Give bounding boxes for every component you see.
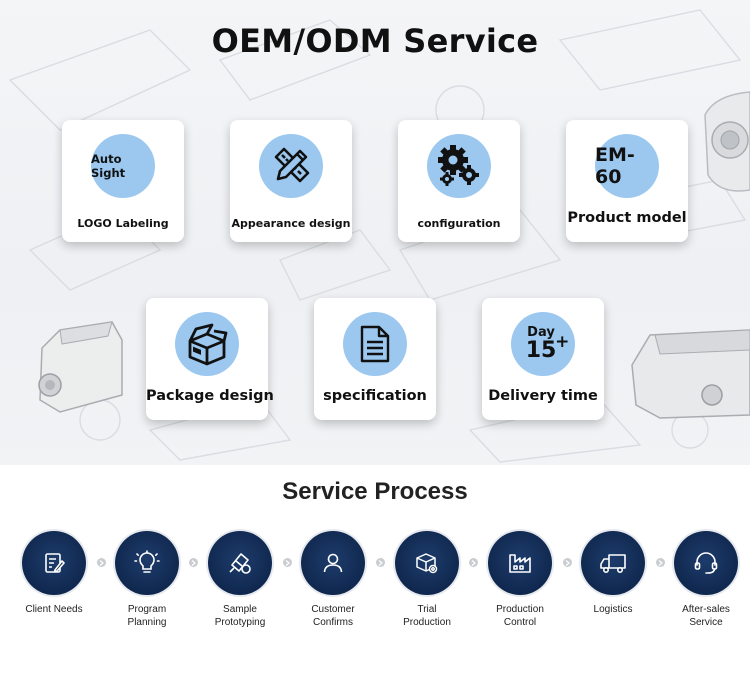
day-number: 15+	[525, 334, 570, 363]
page-title: OEM/ODM Service	[211, 22, 539, 60]
chevron-right-icon	[658, 559, 663, 566]
step-label-line1: Logistics	[593, 604, 633, 615]
service-card-logo-labeling: Auto Sight LOGO Labeling	[62, 120, 184, 242]
process-disc	[488, 531, 552, 595]
chevron-right-icon	[99, 559, 104, 566]
service-card-package-design: Package design	[146, 298, 274, 420]
process-step-label: Client Needs	[4, 604, 104, 617]
service-card-configuration: configuration	[398, 120, 520, 242]
process-arrow	[562, 558, 572, 567]
service-label: Appearance design	[231, 217, 351, 230]
day-plus: +	[555, 332, 570, 352]
step-label-line2: Confirms	[312, 616, 353, 628]
chevron-right-icon	[471, 559, 476, 566]
oem-service-section: OEM/ODM Service Auto Sight LOGO Labeling…	[0, 0, 750, 465]
step-label-line1: Client Needs	[25, 604, 83, 615]
process-arrow	[96, 558, 106, 567]
truck-icon	[600, 554, 626, 574]
chevron-right-icon	[285, 559, 290, 566]
dashcam-sketch-left	[38, 321, 123, 413]
service-label: Delivery time	[488, 388, 598, 404]
model-text-icon: EM-60	[595, 144, 635, 188]
service-circle: Auto Sight	[91, 134, 155, 198]
process-disc	[674, 531, 738, 595]
edit-document-icon	[45, 553, 65, 573]
step-label-line2: Prototyping	[214, 616, 266, 628]
user-icon	[323, 553, 343, 573]
service-circle: Day 15+	[511, 312, 575, 376]
process-disc	[115, 531, 179, 595]
service-label: configuration	[417, 217, 501, 230]
step-label-line1: Production	[496, 604, 544, 615]
brand-text-icon: Auto Sight	[91, 152, 126, 180]
process-step-logistics: Logistics	[563, 531, 663, 617]
service-label: Product model	[567, 210, 687, 226]
process-arrow	[375, 558, 385, 567]
process-step-client-needs: Client Needs	[4, 531, 104, 617]
factory-icon	[509, 554, 531, 573]
package-gear-icon	[416, 553, 438, 574]
service-label: specification	[323, 388, 427, 404]
step-label-line2: Service	[689, 616, 723, 628]
service-circle	[259, 134, 323, 198]
process-disc	[395, 531, 459, 595]
process-arrow	[468, 558, 478, 567]
step-label-line1: Sample	[223, 604, 257, 615]
process-arrow	[655, 558, 665, 567]
step-label-line2: Planning	[127, 616, 167, 628]
day-word: Day	[527, 325, 555, 340]
step-label-line1: Trial	[417, 604, 437, 615]
dashcam-sketch-top-right	[704, 91, 750, 192]
process-disc	[208, 531, 272, 595]
gears-icon	[438, 145, 479, 186]
service-label: Package design	[146, 388, 274, 404]
process-disc	[301, 531, 365, 595]
ruler-pencil-icon	[274, 147, 310, 183]
service-circle	[175, 312, 239, 376]
service-card-delivery-time: Day 15+ Delivery time	[482, 298, 604, 420]
service-card-specification: specification	[314, 298, 436, 420]
service-card-appearance-design: Appearance design	[230, 120, 352, 242]
box-icon	[188, 323, 228, 366]
day-counter-icon: Day 15+	[525, 325, 570, 363]
dashcam-sketch-right	[631, 329, 750, 419]
service-circle	[343, 312, 407, 376]
step-label-line2: Control	[503, 616, 537, 628]
process-arrow	[282, 558, 292, 567]
process-step-label: Logistics	[563, 604, 663, 617]
process-title: Service Process	[282, 478, 468, 505]
service-circle	[427, 134, 491, 198]
chevron-right-icon	[378, 559, 383, 566]
prototype-icon	[229, 553, 251, 574]
process-disc	[581, 531, 645, 595]
process-disc	[22, 531, 86, 595]
step-label-line2: Production	[403, 616, 451, 628]
chevron-right-icon	[191, 559, 196, 566]
headset-icon	[694, 552, 718, 574]
step-label-line1: Program	[127, 604, 167, 615]
process-arrow	[188, 558, 198, 567]
day-number-value: 15	[525, 338, 557, 363]
document-icon	[360, 325, 390, 363]
service-label: LOGO Labeling	[77, 217, 169, 230]
service-circle: EM-60	[595, 134, 659, 198]
step-label-line1: After-sales	[682, 604, 730, 615]
chevron-right-icon	[565, 559, 570, 566]
lightbulb-icon	[134, 550, 160, 573]
service-card-product-model: EM-60 Product model	[566, 120, 688, 242]
step-label-line1: Customer	[311, 604, 355, 615]
